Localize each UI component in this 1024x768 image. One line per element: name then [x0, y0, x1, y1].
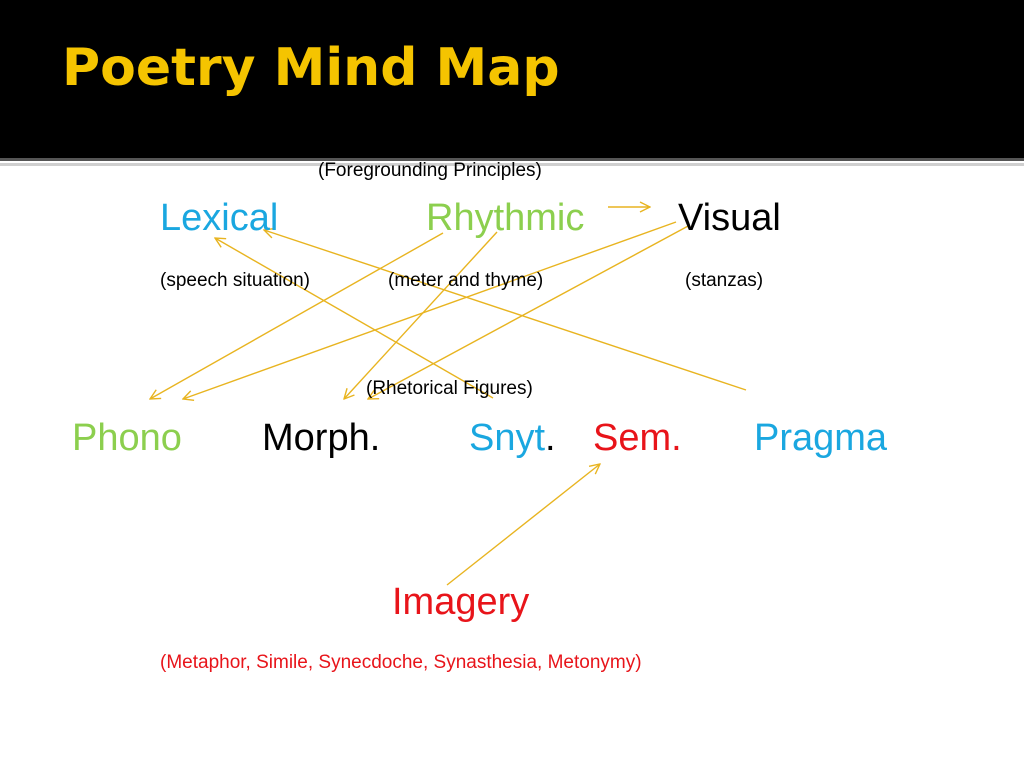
arrow-visual-to-morph	[368, 224, 691, 399]
node-sem: Sem.	[593, 417, 682, 459]
arrow-pragma-to-lexical	[264, 230, 747, 391]
arrow-imagery-to-sem	[446, 464, 600, 586]
node-snyt: Snyt.	[469, 419, 556, 457]
divider-light	[0, 163, 1024, 166]
node-imagery: Imagery	[392, 581, 530, 623]
node-morph: Morph.	[262, 417, 381, 459]
rhetorical-figures-label: (Rhetorical Figures)	[366, 378, 533, 399]
arrow-visual-to-phono	[183, 221, 677, 399]
node-pragma: Pragma	[754, 417, 888, 459]
node-visual: Visual	[678, 197, 781, 239]
speech-situation-label: (speech situation)	[160, 270, 310, 291]
imagery-examples-label: (Metaphor, Simile, Synecdoche, Synasthes…	[160, 652, 642, 673]
node-lexical: Lexical	[160, 197, 279, 239]
arrow-snyt-to-lexical	[215, 238, 494, 399]
node-rhythmic: Rhythmic	[426, 197, 585, 239]
node-snyt-text: Snyt	[469, 417, 546, 459]
foregrounding-principles-label: (Foregrounding Principles)	[318, 160, 542, 181]
title-bar: Poetry Mind Map	[0, 0, 1024, 158]
stanzas-label: (stanzas)	[685, 270, 764, 291]
slide-title: Poetry Mind Map	[62, 38, 560, 98]
node-phono: Phono	[72, 417, 182, 459]
node-snyt-period: .	[545, 417, 556, 459]
meter-label: (meter and thyme)	[388, 270, 544, 291]
arrow-rhythmic-to-morph	[344, 231, 498, 399]
divider-dark	[0, 158, 1024, 161]
arrow-lexical-to-phono	[150, 232, 444, 399]
